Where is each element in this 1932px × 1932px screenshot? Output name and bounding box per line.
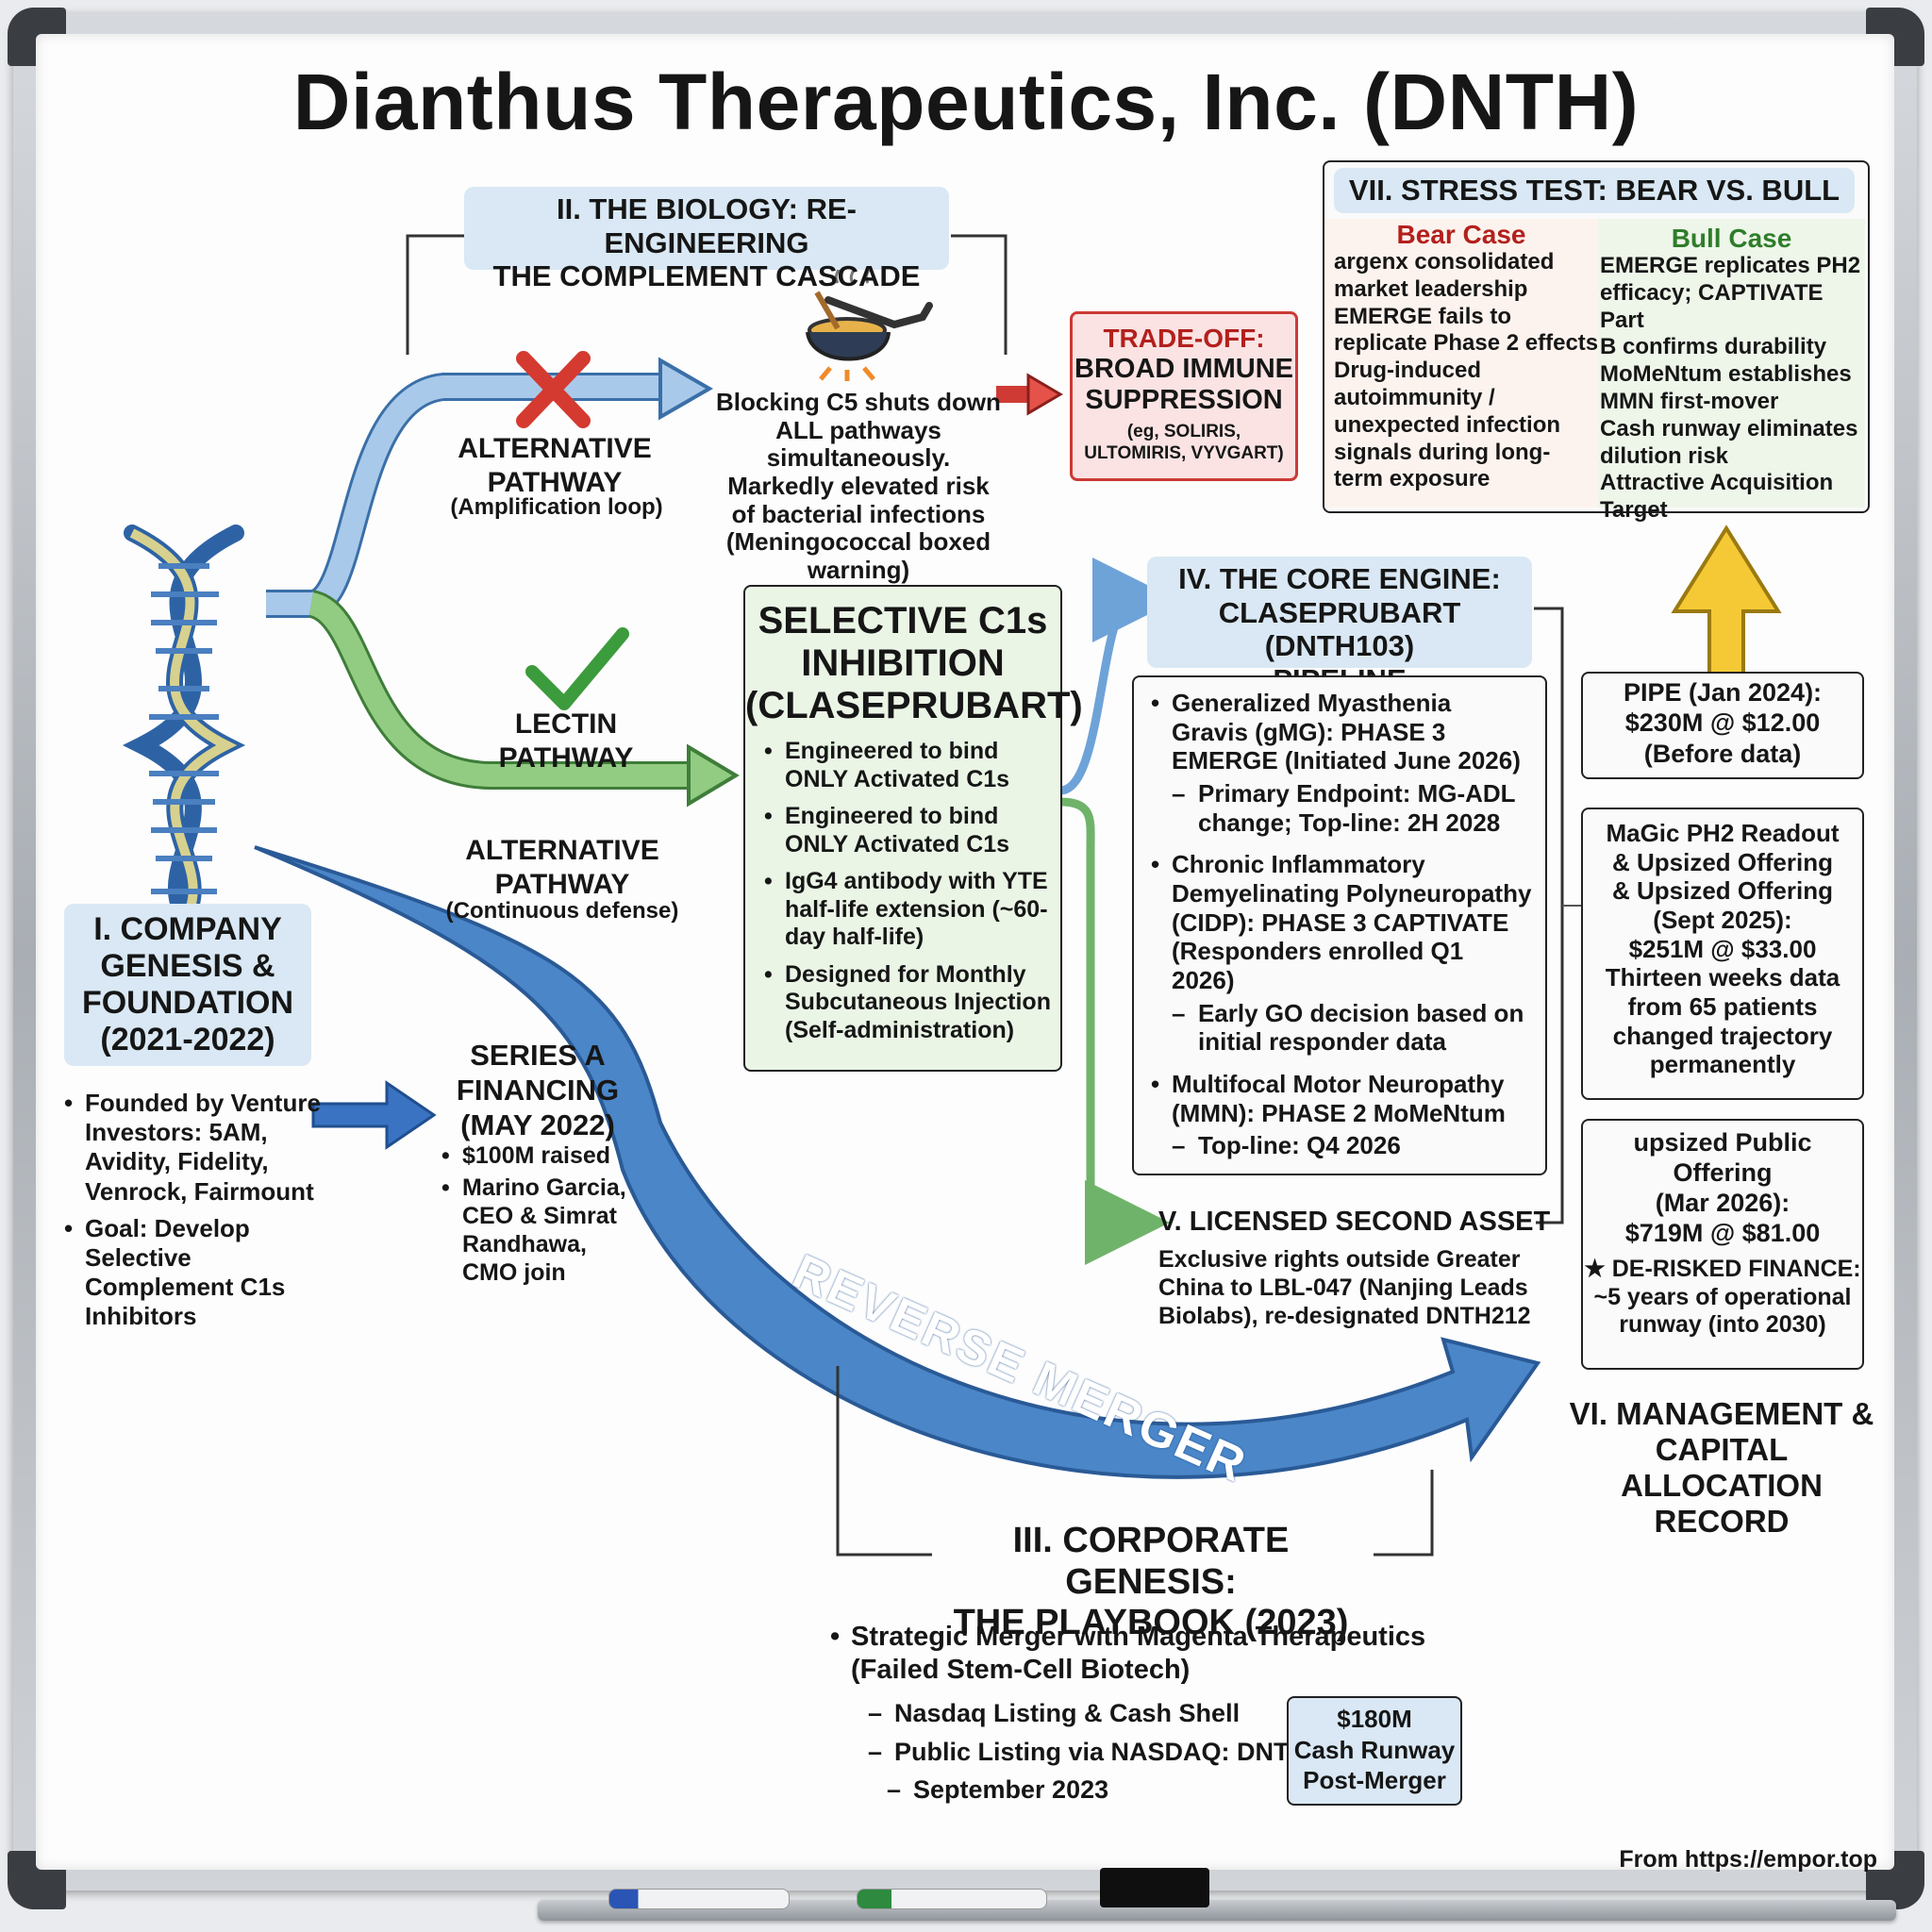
upsized-offering-box: upsized Public Offering (Mar 2026): $719… bbox=[1581, 1119, 1864, 1370]
green-arrowhead bbox=[687, 743, 740, 808]
bull-case-list: EMERGE replicates PH2 efficacy; CAPTIVAT… bbox=[1600, 253, 1861, 524]
blue-marker[interactable] bbox=[608, 1889, 790, 1909]
alt-pathway-top-sub: (Amplification loop) bbox=[450, 494, 663, 520]
list-item: IgG4 antibody with YTE half-life extensi… bbox=[760, 868, 1051, 952]
green-check-icon bbox=[525, 627, 629, 710]
lectin-pathway-label: LECTIN PATHWAY bbox=[498, 708, 634, 774]
list-item: Goal: Develop Selective Complement C1s I… bbox=[60, 1214, 343, 1332]
section5-text: Exclusive rights outside Greater China t… bbox=[1158, 1246, 1531, 1329]
list-item: Marino Garcia, CEO & Simrat Randhawa, CM… bbox=[438, 1174, 645, 1287]
tradeoff-box: TRADE-OFF: BROAD IMMUNE SUPPRESSION (eg,… bbox=[1070, 311, 1298, 481]
series-a-heading: SERIES A FINANCING (MAY 2022) bbox=[456, 1039, 620, 1142]
list-item: Strategic Merger with Magenta Therapeuti… bbox=[826, 1621, 1449, 1687]
alt-pathway-bottom-label: ALTERNATIVE PATHWAY bbox=[465, 835, 659, 900]
green-marker[interactable] bbox=[857, 1889, 1047, 1909]
pipeline-box: Generalized Myasthenia Gravis (gMG): PHA… bbox=[1132, 675, 1547, 1175]
section3-bracket bbox=[836, 1366, 1434, 1557]
list-item: Engineered to bind ONLY Activated C1s bbox=[760, 738, 1051, 793]
list-item: Designed for Monthly Subcutaneous Inject… bbox=[760, 961, 1051, 1045]
section4-bracket bbox=[1534, 607, 1564, 1224]
alt-pathway-bottom-sub: (Continuous defense) bbox=[445, 898, 679, 924]
reverse-merger-arrow bbox=[254, 845, 1541, 1479]
selective-bullets: Engineered to bind ONLY Activated C1s En… bbox=[760, 738, 1051, 1044]
section1-bullets: Founded by Venture Investors: 5AM, Avidi… bbox=[60, 1089, 343, 1332]
page-title: Dianthus Therapeutics, Inc. (DNTH) bbox=[292, 58, 1640, 146]
section3-bullets: Strategic Merger with Magenta Therapeuti… bbox=[826, 1621, 1449, 1687]
bear-case-list: argenx consolidated market leadership EM… bbox=[1334, 249, 1599, 492]
yellow-up-arrow bbox=[1671, 525, 1782, 677]
connector-to-pipeline bbox=[1058, 558, 1177, 795]
pipe-box: PIPE (Jan 2024): $230M @ $12.00 (Before … bbox=[1581, 672, 1864, 779]
list-item: $100M raised bbox=[438, 1141, 645, 1170]
eraser[interactable] bbox=[1100, 1868, 1209, 1907]
selective-heading: SELECTIVE C1s INHIBITION (CLASEPRUBART) bbox=[745, 600, 1083, 726]
section4-heading: IV. THE CORE ENGINE: CLASEPRUBART (DNTH1… bbox=[1147, 557, 1532, 696]
list-item: Multifocal Motor Neuropathy (MMN): PHASE… bbox=[1147, 1070, 1532, 1160]
section2-heading: II. THE BIOLOGY: RE-ENGINEERING THE COMP… bbox=[464, 187, 949, 292]
c5-blocking-text: Blocking C5 shuts down ALL pathways simu… bbox=[716, 388, 1001, 584]
derisked-finance: ★ DE-RISKED FINANCE: ~5 years of operati… bbox=[1584, 1256, 1861, 1339]
stress-test-box: VII. STRESS TEST: BEAR VS. BULL CASE Bea… bbox=[1323, 160, 1870, 523]
tradeoff-title: TRADE-OFF: bbox=[1103, 324, 1265, 353]
tradeoff-examples: (eg, SOLIRIS, ULTOMIRIS, VYVGART) bbox=[1084, 421, 1284, 464]
frying-pan-icon bbox=[806, 259, 933, 381]
pipeline-list: Generalized Myasthenia Gravis (gMG): PHA… bbox=[1147, 689, 1532, 1160]
list-item: Founded by Venture Investors: 5AM, Avidi… bbox=[60, 1089, 343, 1207]
list-item: Generalized Myasthenia Gravis (gMG): PHA… bbox=[1147, 689, 1532, 837]
section6-heading: VI. MANAGEMENT & CAPITAL ALLOCATION RECO… bbox=[1569, 1396, 1874, 1539]
red-x-icon bbox=[516, 351, 591, 428]
magic-readout-box: MaGic PH2 Readout & Upsized Offering & U… bbox=[1581, 808, 1864, 1100]
list-item: Chronic Inflammatory Demyelinating Polyn… bbox=[1147, 850, 1532, 1057]
footer-source: From https://empor.top bbox=[1619, 1846, 1877, 1873]
tradeoff-lines: BROAD IMMUNE SUPPRESSION bbox=[1074, 354, 1293, 416]
section3-subs: Nasdaq Listing & Cash Shell Public Listi… bbox=[868, 1694, 1307, 1809]
list-item: Engineered to bind ONLY Activated C1s bbox=[760, 803, 1051, 858]
bull-case-title: Bull Case bbox=[1671, 224, 1792, 253]
selective-c1s-box: SELECTIVE C1s INHIBITION (CLASEPRUBART) … bbox=[743, 585, 1083, 1072]
section2-bracket bbox=[406, 234, 1008, 355]
section7-heading: VII. STRESS TEST: BEAR VS. BULL CASE bbox=[1334, 168, 1855, 252]
dna-helix-icon bbox=[122, 525, 246, 961]
bear-case-title: Bear Case bbox=[1396, 220, 1526, 249]
alt-pathway-top-label: ALTERNATIVE PATHWAY bbox=[458, 433, 652, 498]
series-a-bullets: $100M raised Marino Garcia, CEO & Simrat… bbox=[438, 1141, 645, 1287]
section1-heading: I. COMPANY GENESIS & FOUNDATION (2021-20… bbox=[64, 904, 311, 1066]
cash-runway-box: $180M Cash Runway Post-Merger bbox=[1287, 1696, 1462, 1806]
blue-arrowhead bbox=[658, 357, 714, 421]
section5-heading: V. LICENSED SECOND ASSET bbox=[1158, 1207, 1551, 1237]
connector-to-licensed bbox=[1059, 797, 1170, 1265]
